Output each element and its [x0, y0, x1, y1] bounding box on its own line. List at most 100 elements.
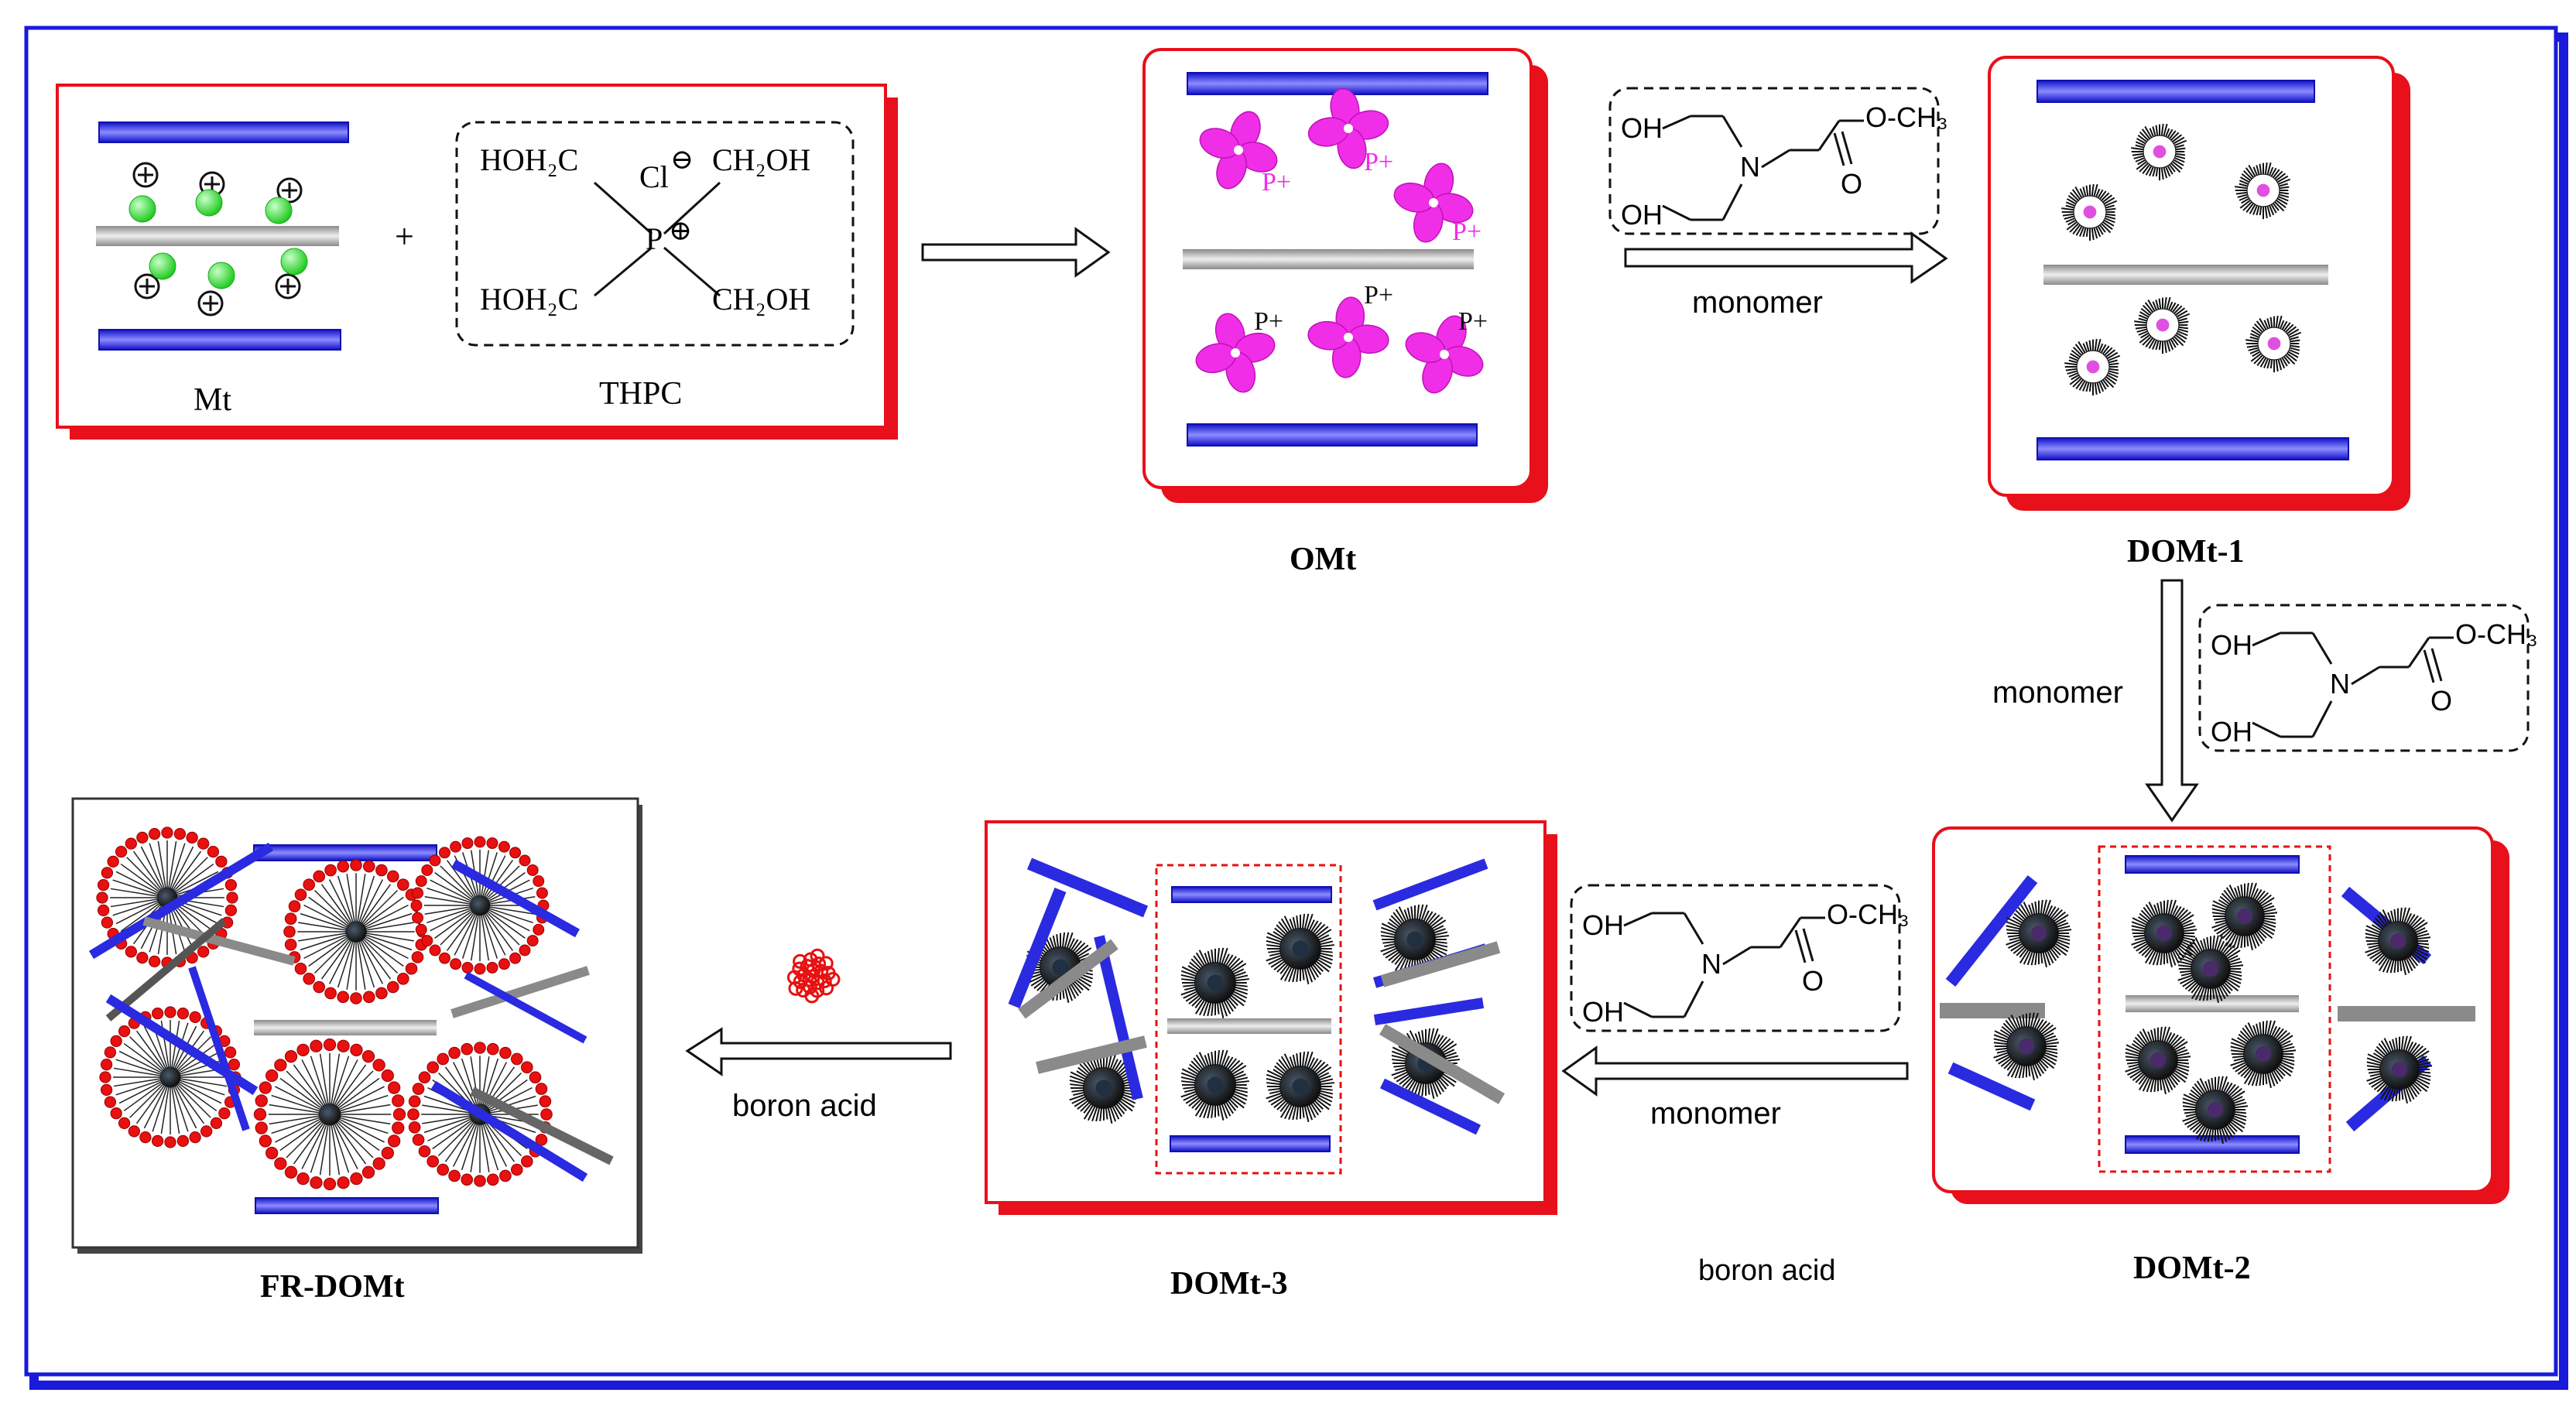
domt3-illustration — [1008, 857, 1506, 1175]
micelle-icon — [2366, 1035, 2433, 1104]
omt-p-label-1: P+ — [1262, 168, 1291, 197]
thpc-group-4: CH₂OH — [712, 282, 810, 317]
micelle-icon — [96, 826, 238, 969]
thpc-phosphorus: P — [646, 221, 663, 256]
thpc-group-3: HOH₂C — [480, 282, 578, 317]
mt-label: Mt — [194, 382, 231, 418]
frdomt-label: FR-DOMt — [260, 1269, 405, 1305]
arrow-left-icon — [685, 1027, 952, 1076]
thpc-dashed-box — [455, 121, 855, 347]
monomer-oh-label: OH — [2211, 716, 2252, 748]
domt2-illustration — [1940, 845, 2475, 1173]
domt2-label: DOMt-2 — [2133, 1251, 2251, 1286]
micelle-icon — [2177, 935, 2244, 1004]
micelle-icon — [2211, 882, 2278, 951]
cation-icon — [132, 162, 159, 188]
domt1-illustration — [2036, 80, 2349, 460]
omt-illustration — [1183, 72, 1488, 447]
omt-p-label-3: P+ — [1452, 217, 1482, 246]
micelle-icon — [253, 1038, 406, 1191]
monomer-ester-label: O-CH₃ — [1865, 101, 1948, 133]
arrow-monomer-label-2: monomer — [1992, 676, 2123, 710]
arrow-boron-acid-label-1: boron acid — [1698, 1254, 1835, 1287]
omt-p-label-4: P+ — [1254, 307, 1283, 336]
arrow-left-icon — [1561, 1045, 1909, 1097]
monomer-dashed-box — [2198, 604, 2530, 752]
phosphonium-intercalant — [1195, 313, 1276, 393]
micelle-icon — [2365, 907, 2431, 976]
monomer-structure-2: OH OH N O-CH₃ O — [2198, 604, 2538, 752]
monomer-carbonyl-label: O — [1841, 168, 1862, 200]
phosphonium-intercalant — [1393, 163, 1474, 243]
mt-clay-illustration — [96, 121, 349, 351]
exchangeable-ion — [128, 195, 156, 223]
monomer-oh-label: OH — [1621, 112, 1663, 144]
micelle-icon — [1380, 904, 1449, 975]
monomer-nitrogen-label: N — [1740, 151, 1760, 183]
monomer-nitrogen-label: N — [2330, 668, 2350, 700]
monomer-nitrogen-label: N — [1701, 948, 1721, 980]
micelle-icon — [2182, 1076, 2249, 1145]
arrow-monomer-label-3: monomer — [1650, 1097, 1781, 1131]
omt-label: OMt — [1290, 542, 1356, 577]
cation-icon — [275, 273, 301, 299]
monomer-oh-label: OH — [2211, 629, 2252, 661]
exchangeable-ion — [280, 248, 308, 275]
monomer-ester-label: O-CH₃ — [1827, 898, 1910, 930]
micelle-icon — [2006, 899, 2072, 968]
thpc-group-2: CH₂OH — [712, 142, 810, 177]
thpc-plus-charge: ⊕ — [669, 215, 692, 246]
plus-sign: + — [395, 217, 414, 255]
domt1-label: DOMt-1 — [2127, 534, 2245, 570]
phosphonium-intercalant — [1405, 315, 1484, 394]
micelle-icon — [410, 836, 550, 975]
phosphonium-intercalant — [1307, 87, 1389, 169]
micelle-icon — [283, 859, 429, 1004]
omt-p-label-5: P+ — [1364, 281, 1393, 310]
micelle-icon — [2061, 183, 2118, 241]
monomer-carbonyl-label: O — [1802, 965, 1824, 997]
exchangeable-ion — [195, 189, 223, 217]
exchangeable-ion — [207, 262, 235, 289]
arrow-monomer-label-1: monomer — [1692, 286, 1823, 320]
monomer-ester-label: O-CH₃ — [2455, 618, 2538, 650]
micelle-icon — [2245, 315, 2302, 373]
cation-icon — [134, 273, 160, 299]
micelle-icon — [1266, 913, 1334, 984]
thpc-label: THPC — [599, 376, 682, 412]
arrow-down-icon — [2145, 579, 2199, 823]
micelle-icon — [1180, 947, 1249, 1018]
micelle-icon — [2131, 123, 2187, 181]
monomer-carbonyl-label: O — [2430, 685, 2452, 717]
thpc-minus-charge: ⊖ — [670, 144, 694, 175]
frdomt-illustration — [88, 826, 614, 1214]
exchangeable-ion — [149, 252, 176, 280]
micelle-icon — [2125, 1026, 2191, 1095]
exchangeable-ion — [265, 197, 293, 224]
phosphonium-intercalant — [1307, 296, 1389, 378]
monomer-dashed-box — [1570, 884, 1901, 1032]
monomer-structure-3: OH OH N O-CH₃ O — [1570, 884, 1910, 1032]
micelle-icon — [2064, 338, 2121, 396]
monomer-dashed-box — [1608, 87, 1940, 235]
micelle-icon — [2230, 1020, 2297, 1089]
monomer-oh-label: OH — [1582, 909, 1624, 941]
monomer-oh-label: OH — [1582, 996, 1624, 1028]
micelle-icon — [2134, 296, 2191, 354]
arrow-right-icon — [921, 227, 1111, 278]
micelle-icon — [1993, 1012, 2060, 1081]
micelle-icon — [99, 1006, 242, 1148]
domt3-label: DOMt-3 — [1170, 1266, 1288, 1302]
omt-p-label-2: P+ — [1364, 148, 1393, 176]
cation-icon — [276, 177, 303, 204]
cation-icon — [197, 290, 224, 317]
micelle-icon — [1180, 1049, 1249, 1121]
arrow-boron-acid-label-2: boron acid — [732, 1089, 877, 1123]
monomer-oh-label: OH — [1621, 199, 1663, 231]
thpc-group-1: HOH₂C — [480, 142, 578, 177]
boron-acid-particle-icon — [786, 948, 841, 1004]
omt-p-label-6: P+ — [1458, 307, 1488, 336]
arrow-right-icon — [1624, 231, 1948, 284]
micelle-icon — [2131, 899, 2197, 968]
